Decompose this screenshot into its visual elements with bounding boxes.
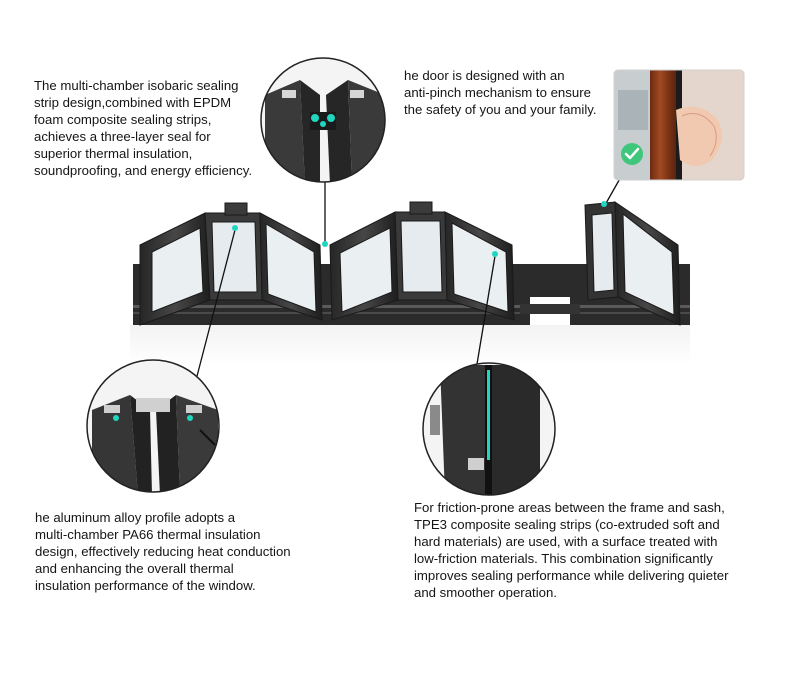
folding-panels-middle	[329, 201, 515, 321]
check-icon	[621, 143, 643, 165]
magnifier-friction-seal	[422, 362, 556, 496]
callout-anti-pinch: he door is designed with an anti-pinch m…	[404, 68, 597, 117]
callout-thermal-profile: he aluminum alloy profile adopts a multi…	[35, 510, 291, 593]
anti-pinch-photo	[613, 69, 745, 181]
callout-sealing-strip: The multi-chamber isobaric sealing strip…	[34, 78, 252, 178]
floor-reflection	[130, 325, 690, 365]
pointer-dots	[232, 201, 607, 257]
folding-panels-left	[139, 202, 323, 326]
callout-friction-strip: For friction-prone areas between the fra…	[414, 500, 729, 600]
magnifier-thermal-profile	[86, 359, 220, 493]
